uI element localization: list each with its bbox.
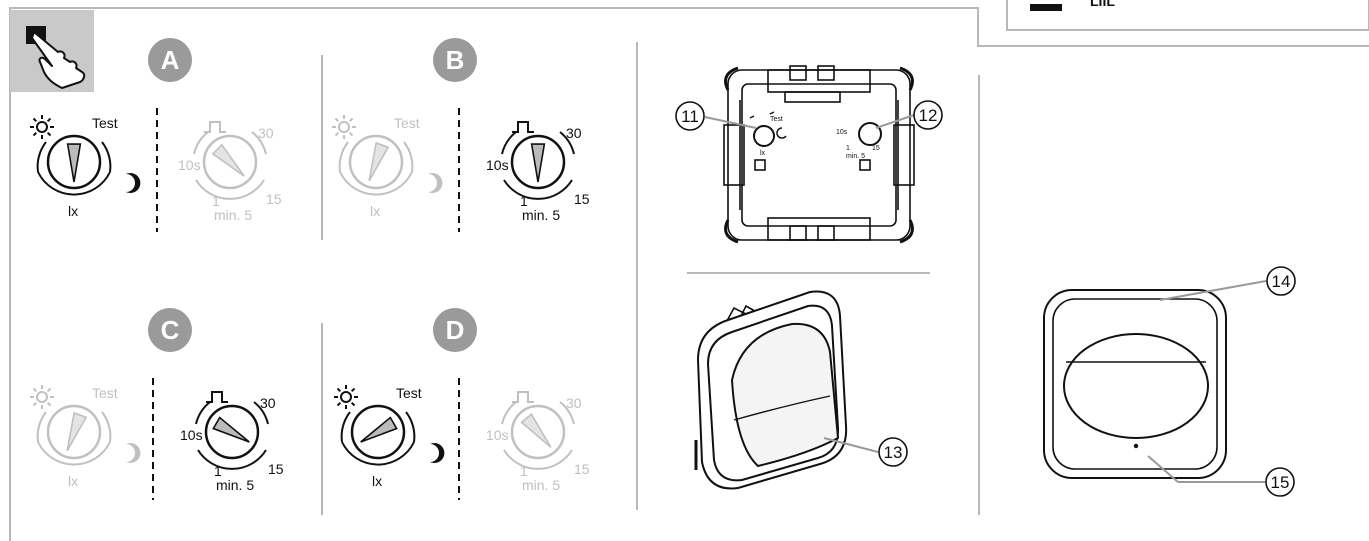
- sensor-angled: [694, 290, 848, 490]
- test-label: Test: [92, 385, 118, 401]
- panel-b-letter: B: [433, 38, 477, 82]
- svg-text:15: 15: [1271, 473, 1290, 492]
- dials: Test lx 30 10s 1 15 min. 5 Test lx 30 10s 1 15 min. 5…: [30, 115, 590, 493]
- test-label: Test: [92, 115, 118, 131]
- sun-icon: [30, 115, 54, 139]
- callout-11: 11: [675, 101, 757, 131]
- time-30-label: 30: [260, 395, 276, 411]
- time-15-label: 15: [266, 191, 282, 207]
- panel-d-time-dial: 30 10s 1 15 min. 5: [486, 391, 590, 493]
- separators: [321, 42, 980, 515]
- panel-b-lux-dial: Test lx: [332, 115, 443, 219]
- header-tab-text: LIIL: [1090, 0, 1115, 9]
- svg-text:Test: Test: [770, 116, 783, 123]
- pulse-icon: [204, 121, 226, 133]
- time-10s-label: 10s: [180, 427, 203, 443]
- time-30-label: 30: [258, 125, 274, 141]
- time-15-label: 15: [574, 191, 590, 207]
- time-15-label: 15: [574, 461, 590, 477]
- outer-frame: [9, 7, 1369, 541]
- sun-icon: [334, 385, 358, 409]
- time-10s-label: 10s: [486, 157, 509, 173]
- time-30-label: 30: [566, 395, 582, 411]
- svg-text:C: C: [161, 315, 180, 345]
- panel-a-time-dial: 30 10s 1 15 min. 5: [178, 121, 282, 223]
- time-15-label: 15: [268, 461, 284, 477]
- svg-text:10s: 10s: [836, 129, 848, 136]
- header-tab: LIIL: [1006, 0, 1369, 31]
- panel-c-letter: C: [148, 308, 192, 352]
- moon-icon: [430, 443, 445, 463]
- panel-letters: A B C D: [148, 38, 477, 352]
- svg-text:1: 1: [846, 145, 850, 152]
- test-label: Test: [394, 115, 420, 131]
- panel-d-lux-dial: Test lx: [334, 385, 445, 489]
- svg-text:13: 13: [884, 443, 903, 462]
- moon-icon: [428, 173, 443, 193]
- svg-text:min. 5: min. 5: [846, 153, 865, 160]
- svg-text:D: D: [446, 315, 465, 345]
- time-min5-label: min. 5: [522, 477, 560, 493]
- mounting-plate: [723, 65, 915, 244]
- time-1-label: 1: [214, 463, 222, 479]
- mini-dial-labels: Test lx 10s 1 min. 5 15: [760, 116, 880, 160]
- moon-icon: [126, 443, 141, 464]
- panel-c-time-dial: 30 10s 1 15 min. 5: [180, 391, 284, 493]
- panel-c-lux-dial: Test lx: [30, 385, 141, 489]
- panel-d-letter: D: [433, 308, 477, 352]
- lux-label: lx: [68, 203, 78, 219]
- callouts: 11 12 13 14 15: [675, 100, 1296, 497]
- pulse-icon: [206, 391, 228, 403]
- svg-text:A: A: [161, 45, 180, 75]
- lux-label: lx: [370, 203, 380, 219]
- dashed-dividers: [152, 108, 460, 500]
- time-10s-label: 10s: [178, 157, 201, 173]
- callout-14: 14: [1159, 266, 1296, 301]
- time-min5-label: min. 5: [214, 207, 252, 223]
- panel-a-lux-dial: Test lx: [30, 115, 141, 219]
- svg-text:14: 14: [1272, 272, 1291, 291]
- moon-icon: [126, 173, 141, 193]
- callout-13: 13: [823, 437, 908, 467]
- pulse-icon: [512, 121, 534, 133]
- time-min5-label: min. 5: [216, 477, 254, 493]
- panel-a-letter: A: [148, 38, 192, 82]
- pulse-icon: [512, 391, 534, 403]
- time-1-label: 1: [520, 463, 528, 479]
- svg-text:lx: lx: [760, 150, 766, 157]
- time-30-label: 30: [566, 125, 582, 141]
- time-10s-label: 10s: [486, 427, 509, 443]
- time-1-label: 1: [520, 193, 528, 209]
- lux-label: lx: [68, 473, 78, 489]
- hand-icon-corner: [10, 10, 94, 92]
- panel-b-time-dial: 30 10s 1 15 min. 5: [486, 121, 590, 223]
- sun-icon: [30, 385, 54, 409]
- lux-label: lx: [372, 473, 382, 489]
- svg-text:15: 15: [872, 145, 880, 152]
- time-min5-label: min. 5: [522, 207, 560, 223]
- time-1-label: 1: [212, 193, 220, 209]
- svg-text:B: B: [446, 45, 465, 75]
- sensor-front: [1043, 289, 1227, 479]
- test-label: Test: [396, 385, 422, 401]
- sun-icon: [332, 115, 356, 139]
- callout-12: 12: [875, 100, 943, 130]
- callout-15: 15: [1147, 455, 1295, 497]
- svg-text:12: 12: [919, 106, 938, 125]
- svg-text:11: 11: [681, 107, 699, 126]
